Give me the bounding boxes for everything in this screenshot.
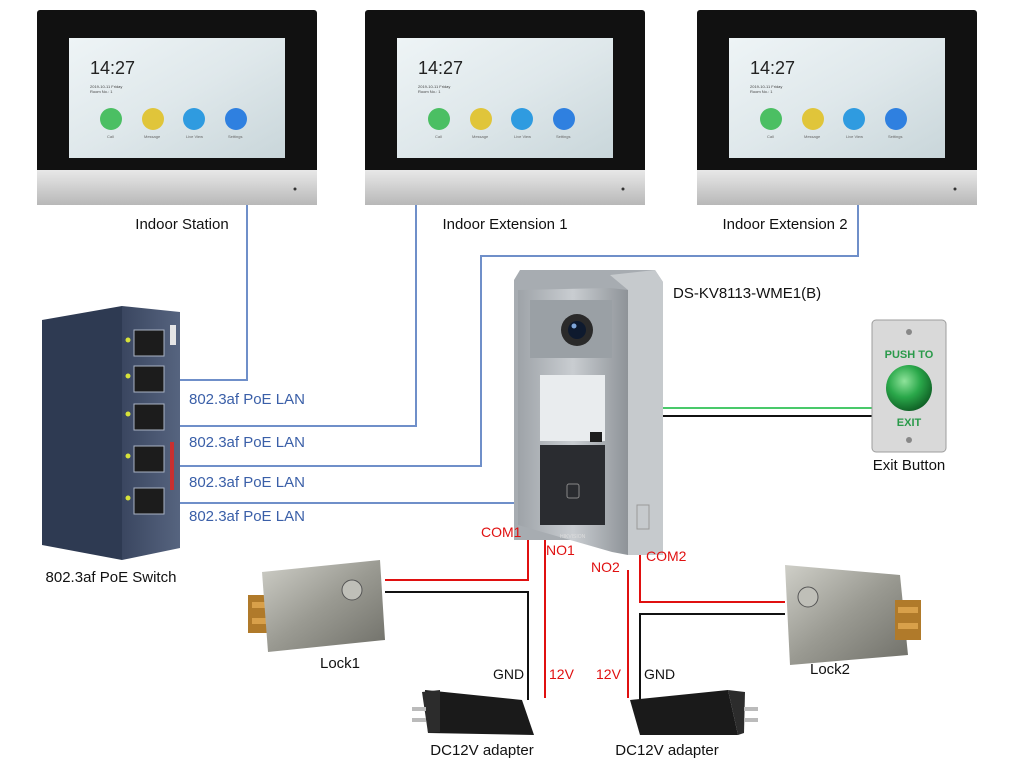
name-plate: [540, 375, 605, 441]
exit-button: PUSH TO EXIT: [871, 319, 947, 453]
settings-icon: [885, 108, 907, 130]
message-icon: [802, 108, 824, 130]
lan-label-3: 802.3af PoE LAN: [189, 474, 305, 491]
monitor-room: Room No.: 1: [418, 89, 441, 94]
svg-text:Call: Call: [767, 134, 774, 139]
push-button-icon: [886, 365, 932, 411]
svg-text:Call: Call: [107, 134, 114, 139]
monitor-time: 14:27: [418, 58, 463, 78]
com1-label: COM1: [481, 524, 522, 540]
adapter-right-label: DC12V adapter: [615, 742, 718, 759]
monitor-room: Room No.: 1: [90, 89, 113, 94]
monitor-time: 14:27: [750, 58, 795, 78]
adapter-right: [630, 690, 758, 735]
monitor-apps: Call Message Live View Settings: [760, 108, 907, 139]
indoor-extension-2-label: Indoor Extension 2: [722, 216, 847, 233]
lan-cable-indoor-station: [170, 205, 248, 381]
card-reader: [540, 445, 605, 525]
wire-com1: [385, 528, 529, 581]
lock-key-icon: [341, 579, 363, 601]
indoor-station-monitor: 14:27 2019-10-11 Friday Room No.: 1 Call…: [37, 10, 317, 205]
monitor-apps: Call Message Live View Settings: [428, 108, 575, 139]
poe-port: [133, 445, 165, 473]
wire-com2: [639, 555, 785, 603]
indoor-extension-1-monitor: 14:27 2019-10-11 Friday Room No.: 1 Call…: [365, 10, 645, 205]
wire-gnd-right: [639, 613, 785, 700]
lan-label-1: 802.3af PoE LAN: [189, 391, 305, 408]
call-button: [590, 432, 602, 442]
monitor-date: 2019-10-11 Friday: [750, 84, 782, 89]
lock-wires: [385, 528, 785, 700]
poe-port: [133, 329, 165, 357]
call-icon: [428, 108, 450, 130]
poe-switch-label: 802.3af PoE Switch: [46, 569, 177, 586]
brand-logo: HIKVISION: [560, 534, 586, 540]
exit-button-bottom-text: EXIT: [897, 417, 922, 429]
settings-icon: [225, 108, 247, 130]
poe-switch: [42, 306, 180, 560]
svg-text:Settings: Settings: [888, 134, 902, 139]
card-icon: [566, 483, 580, 499]
poe-port: [133, 365, 165, 393]
lock1: [248, 560, 385, 652]
lan-label-2: 802.3af PoE LAN: [189, 434, 305, 451]
monitor-time: 14:27: [90, 58, 135, 78]
call-icon: [100, 108, 122, 130]
svg-text:Settings: Settings: [556, 134, 570, 139]
lock-key-icon: [797, 586, 819, 608]
call-icon: [760, 108, 782, 130]
poe-port: [133, 487, 165, 515]
exit-button-label: Exit Button: [873, 457, 946, 474]
message-icon: [470, 108, 492, 130]
exit-button-top-text: PUSH TO: [885, 349, 934, 361]
lock1-label: Lock1: [320, 655, 360, 672]
svg-text:Live View: Live View: [846, 134, 863, 139]
lan-cables: [170, 205, 859, 504]
lan-cable-extension-2: [170, 205, 859, 467]
svg-text:Message: Message: [144, 134, 161, 139]
no2-label: NO2: [591, 559, 620, 575]
door-station-label: DS-KV8113-WME1(B): [673, 285, 821, 302]
svg-text:Live View: Live View: [514, 134, 531, 139]
lock2-label: Lock2: [810, 661, 850, 678]
indoor-extension-2-monitor: 14:27 2019-10-11 Friday Room No.: 1 Call…: [697, 10, 977, 205]
gnd-left-label: GND: [493, 666, 524, 682]
monitor-date: 2019-10-11 Friday: [90, 84, 122, 89]
wire-gnd-left: [385, 591, 529, 700]
adapter-left: [412, 690, 534, 735]
no1-label: NO1: [546, 542, 575, 558]
v12-left-label: 12V: [549, 666, 575, 682]
svg-text:Call: Call: [435, 134, 442, 139]
door-station: HIKVISION: [514, 270, 663, 555]
settings-icon: [553, 108, 575, 130]
message-icon: [142, 108, 164, 130]
gnd-right-label: GND: [644, 666, 675, 682]
svg-text:Message: Message: [804, 134, 821, 139]
indoor-station-label: Indoor Station: [135, 216, 228, 233]
lan-cable-extension-1: [170, 205, 417, 427]
monitor-date: 2019-10-11 Friday: [418, 84, 450, 89]
live-view-icon: [843, 108, 865, 130]
poe-port: [133, 403, 165, 431]
svg-text:Settings: Settings: [228, 134, 242, 139]
monitor-apps: Call Message Live View Settings: [100, 108, 247, 139]
live-view-icon: [183, 108, 205, 130]
exit-button-wires: [657, 407, 872, 417]
monitor-room: Room No.: 1: [750, 89, 773, 94]
com2-label: COM2: [646, 548, 687, 564]
lan-label-4: 802.3af PoE LAN: [189, 508, 305, 525]
svg-text:Message: Message: [472, 134, 489, 139]
live-view-icon: [511, 108, 533, 130]
indoor-extension-1-label: Indoor Extension 1: [442, 216, 567, 233]
lock2: [785, 565, 921, 665]
v12-right-label: 12V: [596, 666, 622, 682]
adapter-left-label: DC12V adapter: [430, 742, 533, 759]
svg-text:Live View: Live View: [186, 134, 203, 139]
